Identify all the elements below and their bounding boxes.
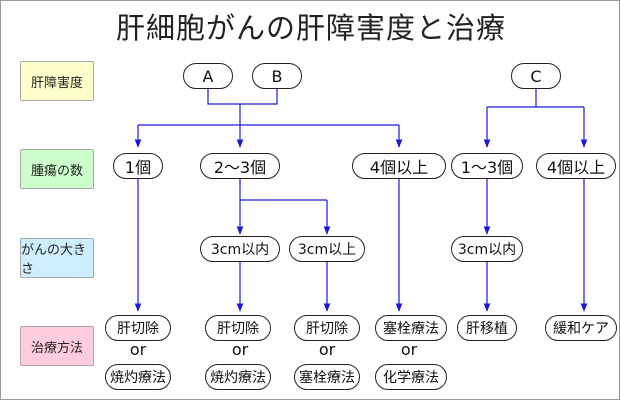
treatment-embolization-node: 塞栓療法: [375, 315, 447, 341]
count-one-three-c-node: 1〜3個: [451, 153, 523, 179]
treatment-resection-node: 肝切除: [205, 315, 271, 341]
edge-a-b-merge: [207, 89, 278, 105]
treatment-embolization-node: 塞栓療法: [294, 364, 360, 390]
size-within-3cm-node: 3cm以内: [200, 236, 280, 262]
treatment-transplant-node: 肝移植: [457, 315, 517, 341]
treatment-resection-node: 肝切除: [105, 315, 171, 341]
count-four-plus-c-node: 4個以上: [536, 153, 616, 179]
row-label-treatment: 治療方法: [20, 326, 94, 366]
or-label: or: [129, 340, 147, 359]
size-over-3cm-node: 3cm以上: [289, 236, 365, 262]
count-one-node: 1個: [113, 153, 163, 179]
row-label-liver-damage: 肝障害度: [20, 61, 94, 101]
grade-a-node: A: [183, 63, 233, 89]
page-title: 肝細胞がんの肝障害度と治療: [115, 11, 506, 45]
count-four-plus-node: 4個以上: [352, 153, 446, 179]
or-label: or: [231, 340, 249, 359]
row-label-tumor-count: 腫瘍の数: [20, 149, 94, 189]
count-two-three-node: 2〜3個: [200, 153, 280, 179]
size-within-3cm-c-node: 3cm以内: [451, 236, 523, 262]
treatment-chemotherapy-node: 化学療法: [375, 364, 447, 390]
treatment-ablation-node: 焼灼療法: [205, 364, 271, 390]
grade-b-node: B: [252, 63, 302, 89]
treatment-palliative-node: 緩和ケア: [545, 315, 617, 341]
treatment-resection-node: 肝切除: [294, 315, 360, 341]
or-label: or: [400, 340, 418, 359]
treatment-ablation-node: 焼灼療法: [105, 364, 171, 390]
row-label-cancer-size: がんの大きさ: [20, 238, 94, 278]
or-label: or: [318, 340, 336, 359]
grade-c-node: C: [511, 63, 561, 89]
